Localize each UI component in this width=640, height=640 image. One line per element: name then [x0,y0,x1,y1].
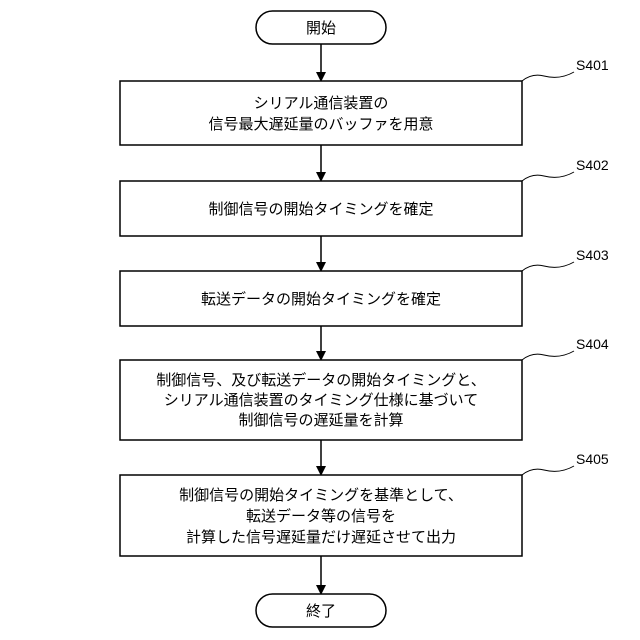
process-box [120,81,522,145]
step-leader-line [522,351,574,360]
step-s403: S403 転送データの開始タイミングを確定 [120,247,609,326]
start-label: 開始 [306,19,336,37]
step-text-line: シリアル通信装置のタイミング仕様に基づいて [164,391,478,409]
step-text-line: シリアル通信装置の [254,94,389,112]
step-text-line: 転送データの開始タイミングを確定 [201,290,441,308]
step-leader-line [522,262,574,271]
step-id: S401 [576,57,609,73]
step-text-line: 信号最大遅延量のバッファを用意 [208,115,433,133]
step-id: S402 [576,157,609,173]
end-terminal: 終了 [256,594,386,627]
step-text-line: 制御信号の遅延量を計算 [238,411,403,429]
step-leader-line [522,72,574,81]
step-s405: S405 制御信号の開始タイミングを基準として、 転送データ等の信号を 計算した… [120,451,609,556]
end-label: 終了 [306,602,336,620]
step-text-line: 制御信号の開始タイミングを基準として、 [179,486,463,504]
start-terminal: 開始 [256,11,386,44]
step-id: S404 [576,336,609,352]
step-s404: S404 制御信号、及び転送データの開始タイミングと、 シリアル通信装置のタイミ… [120,336,609,440]
step-id: S405 [576,451,609,467]
step-id: S403 [576,247,609,263]
step-s401: S401 シリアル通信装置の 信号最大遅延量のバッファを用意 [120,57,609,145]
step-leader-line [522,466,574,475]
step-text-line: 制御信号の開始タイミングを確定 [208,200,433,218]
step-s402: S402 制御信号の開始タイミングを確定 [120,157,609,236]
step-leader-line [522,172,574,181]
step-text-line: 制御信号、及び転送データの開始タイミングと、 [156,371,485,389]
step-text-line: 転送データ等の信号を [246,507,396,525]
step-text-line: 計算した信号遅延量だけ遅延させて出力 [186,528,456,546]
